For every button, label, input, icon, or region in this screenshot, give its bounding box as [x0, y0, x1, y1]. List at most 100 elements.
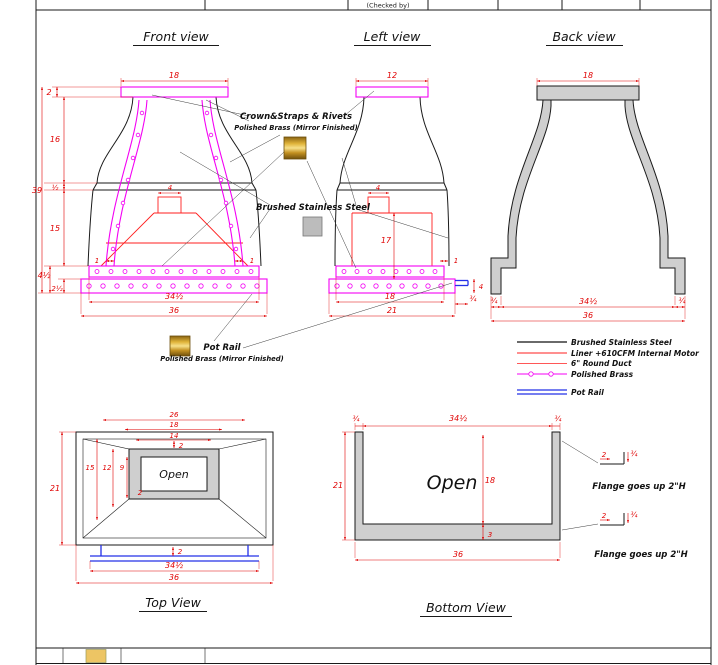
- dim-left-base-depth: 18: [385, 292, 395, 301]
- back-view: Back view 18 ¾ 34½ ¾ 36: [490, 29, 686, 323]
- callout-pot-rail-sublabel: Polished Brass (Mirror Finished): [160, 355, 284, 363]
- dim-back-inner-width: 34½: [579, 297, 597, 306]
- dim-left-strap: 1: [454, 257, 458, 265]
- back-right-wall: [624, 99, 686, 295]
- title-block-checked-by: (Checked by): [367, 2, 410, 10]
- dim-back-flange-right: ¾: [679, 297, 686, 305]
- dim-top-total-width: 36: [169, 573, 179, 582]
- callout-pot-rail-label: Pot Rail: [203, 343, 241, 353]
- dim-top-18: 18: [170, 421, 179, 429]
- bottom-view: Bottom View Open ¾ 34½ ¾ 21 18 3 36 2 ¾: [333, 414, 688, 617]
- left-dimensions: 12 4 17 1 ¾ 4 18 21: [328, 71, 483, 318]
- dim-left-liner-height: 17: [381, 236, 392, 245]
- left-duct-box: [367, 196, 390, 214]
- dim-front-band-height: ½: [52, 184, 59, 192]
- dim-front-upper-height: 16: [50, 135, 60, 144]
- dim-top-2-inner: 2: [138, 489, 143, 497]
- dim-left-total-depth: 21: [387, 306, 397, 315]
- back-dimensions: ¾ 34½ ¾ 36: [491, 296, 686, 323]
- dim-top-9: 9: [120, 464, 125, 472]
- dim-bottom-flange-left: ¾: [353, 415, 360, 423]
- front-hood-body: [87, 96, 262, 267]
- sheet-frame: (Checked by): [35, 0, 712, 665]
- callout-crown-sublabel: Polished Brass (Mirror Finished): [234, 124, 358, 132]
- dim-bottom-flange-right: ¾: [555, 415, 562, 423]
- front-liner: [100, 196, 249, 267]
- legend-label-duct: 6" Round Duct: [571, 359, 632, 368]
- dim-front-strap-left: 1: [95, 257, 99, 265]
- dim-top-rail-width: 34½: [165, 561, 183, 570]
- dim-front-strap-right: 1: [250, 257, 254, 265]
- dim-front-band2-height: 2½: [51, 285, 62, 293]
- dim-back-total-width: 36: [583, 311, 593, 320]
- title-block-highlight-cell: [85, 649, 107, 663]
- dim-front-lower-height: 15: [50, 224, 60, 233]
- bottom-view-dimensions: ¾ 34½ ¾ 21 18 3 36: [333, 414, 562, 562]
- dim-left-flange-height: 4: [479, 283, 483, 291]
- dim-front-base-height: 4½: [38, 271, 51, 280]
- callout-steel-label: Brushed Stainless Steel: [256, 203, 371, 213]
- dim-bottom-wall: 3: [488, 531, 492, 539]
- left-liner: [351, 196, 433, 266]
- top-view-title: Top View: [145, 595, 201, 610]
- dim-bottom-inner-depth: 18: [485, 476, 495, 485]
- flange-note-top: Flange goes up 2"H: [592, 482, 686, 492]
- top-view-opening: [140, 456, 208, 492]
- flange-detail-bottom: 2 ¾: [561, 511, 638, 531]
- front-base-bands: [80, 265, 268, 294]
- dim-bottom-total-width: 36: [453, 550, 463, 559]
- legend-label-liner: Liner +610CFM Internal Motor: [571, 349, 700, 358]
- legend-label-potrail: Pot Rail: [571, 388, 604, 397]
- front-view: Front view 18: [32, 29, 268, 318]
- back-crown: [536, 85, 640, 101]
- dim-left-duct-depth: 4: [376, 184, 380, 192]
- legend-rivet-icon: [548, 371, 554, 377]
- dim-top-26: 26: [170, 411, 179, 419]
- front-view-title: Front view: [143, 29, 209, 44]
- dim-top-21: 21: [50, 484, 60, 493]
- dim-bottom-inner-width: 34½: [449, 414, 467, 423]
- front-dimensions: 18 2 16 ½ 39 15 4½ 2½ 1 1 4 34½: [32, 71, 268, 318]
- dim-top-2-rail: 2: [178, 548, 183, 556]
- dim-flange-bottom-height: ¾: [631, 511, 638, 519]
- dim-left-crown-depth: 12: [387, 71, 397, 80]
- dim-flange-top-height: ¾: [631, 450, 638, 458]
- dim-bottom-depth: 21: [333, 481, 343, 490]
- dim-front-crown-width: 18: [169, 71, 179, 80]
- left-view-title: Left view: [364, 29, 421, 44]
- top-view-open-label: Open: [159, 468, 188, 481]
- front-duct-box: [157, 196, 182, 214]
- top-view-dimensions: 26 18 14 2 21 15 12 9 2 2 34½ 36: [50, 411, 274, 585]
- dim-back-crown-width: 18: [583, 71, 593, 80]
- dim-back-flange-left: ¾: [491, 297, 498, 305]
- legend-rivet-icon: [528, 371, 534, 377]
- left-base-bands: [328, 265, 456, 294]
- left-hood-body: [334, 96, 450, 267]
- legend: Brushed Stainless Steel Liner +610CFM In…: [517, 338, 700, 397]
- dim-front-total-width: 36: [169, 306, 179, 315]
- dim-left-flange: ¾: [470, 295, 477, 303]
- top-view-pot-rail: [90, 545, 259, 562]
- dim-front-base-width: 34½: [165, 292, 183, 301]
- callout-crown-straps: Crown&Straps & Rivets Polished Brass (Mi…: [151, 90, 375, 269]
- flange-note-bottom: Flange goes up 2"H: [594, 550, 688, 560]
- dim-front-duct-width: 4: [168, 184, 172, 192]
- dim-top-12: 12: [103, 464, 112, 472]
- dim-front-total-height: 39: [32, 186, 42, 195]
- back-left-wall: [490, 99, 552, 295]
- callout-crown-label: Crown&Straps & Rivets: [240, 112, 352, 122]
- bottom-view-title: Bottom View: [426, 600, 507, 615]
- left-crown: [355, 86, 429, 98]
- brass-swatch-icon: [283, 136, 307, 160]
- left-pot-rail: [455, 279, 469, 287]
- dim-top-14: 14: [170, 432, 179, 440]
- dim-front-crown-height: 2: [46, 88, 51, 97]
- bottom-view-channel: [354, 431, 561, 541]
- dim-flange-top-width: 2: [602, 451, 607, 459]
- legend-label-brass: Polished Brass: [571, 370, 634, 379]
- callout-steel: Brushed Stainless Steel: [179, 151, 449, 239]
- front-crown: [120, 86, 229, 98]
- flange-detail-top: 2 ¾: [561, 440, 638, 465]
- dim-top-15: 15: [86, 464, 95, 472]
